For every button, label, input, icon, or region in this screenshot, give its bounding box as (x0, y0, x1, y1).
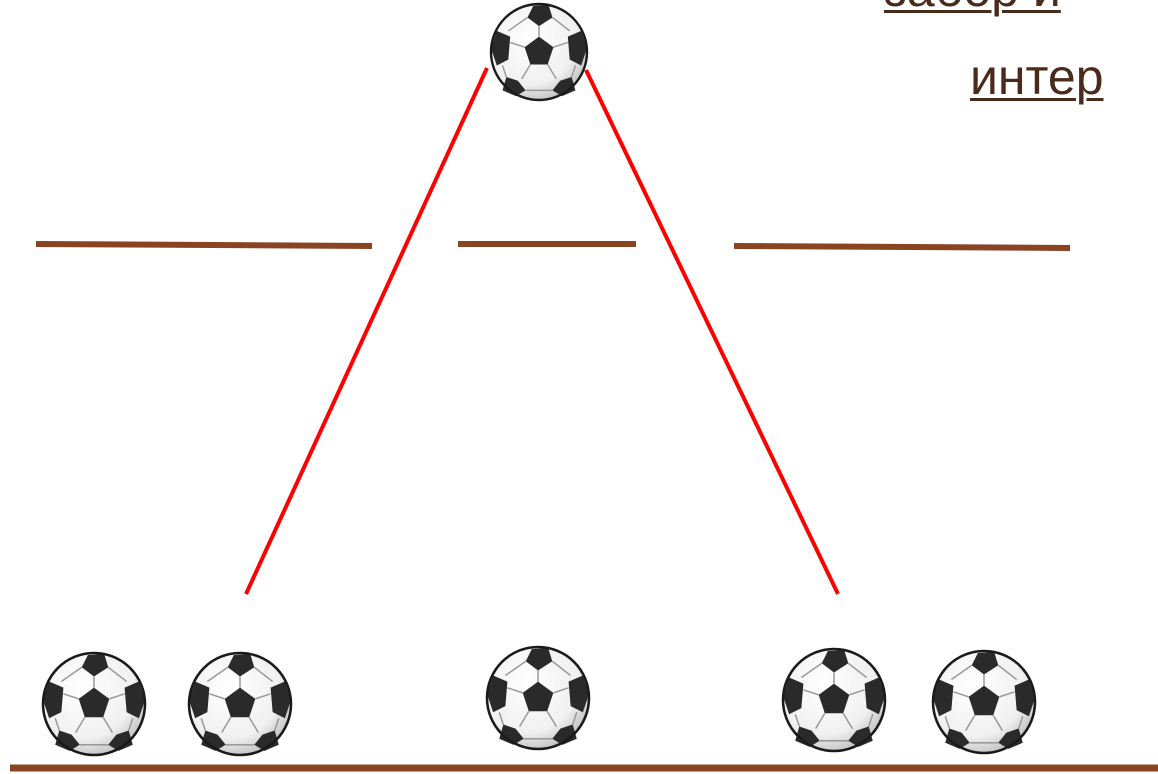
soccer-ball-icon (931, 649, 1037, 755)
throw-line-left (244, 67, 489, 595)
throw-line-right (584, 69, 840, 595)
soccer-ball-icon (41, 651, 147, 757)
heading-line-2: интер (970, 49, 1104, 105)
shelf-right (733, 243, 1071, 251)
shelf-left (35, 241, 373, 249)
soccer-ball-icon (485, 645, 591, 751)
heading-line-1: забор и (884, 0, 1061, 14)
soccer-ball-icon (187, 651, 293, 757)
soccer-ball-icon (489, 2, 589, 102)
soccer-ball-icon (781, 647, 887, 753)
